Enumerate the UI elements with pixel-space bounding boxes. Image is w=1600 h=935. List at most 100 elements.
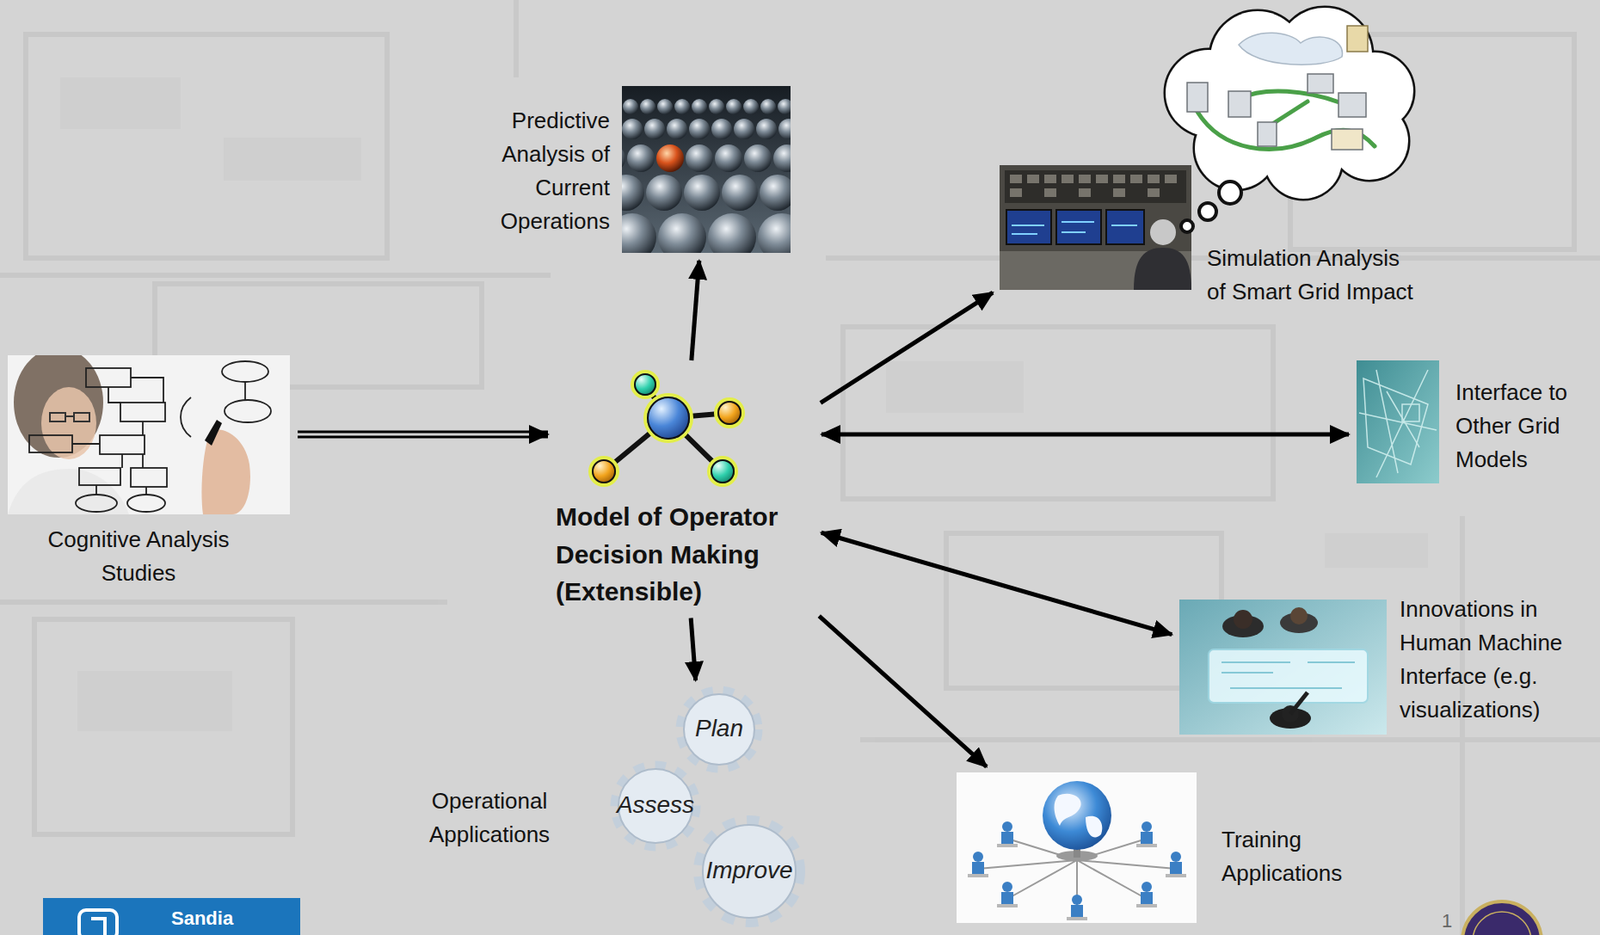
molecule-icon-part-part — [647, 397, 690, 439]
operational-applications-node: Operational ApplicationsPlanAssessImprov… — [418, 686, 819, 931]
flowchart-image-part-part — [127, 494, 166, 512]
training-image-part — [956, 772, 1197, 924]
training-image-part-part — [996, 843, 1018, 848]
training-image-part-part — [1165, 873, 1187, 878]
control-room-image-part — [999, 165, 1192, 290]
touch-table-image-part — [1290, 692, 1308, 714]
control-room-image-part-part — [1130, 174, 1143, 184]
thought-cloud — [1165, 7, 1414, 233]
thought-cloud-part — [1197, 91, 1375, 149]
background-blocks-part — [77, 670, 233, 732]
touch-table-image-part — [1290, 607, 1308, 625]
operator-model-node: Model of Operator Decision Making (Exten… — [553, 366, 816, 613]
spheres-image-part-part — [621, 118, 643, 140]
molecule-icon-part-part — [711, 460, 734, 483]
flowchart-image-part-part — [120, 402, 166, 422]
control-room-image-part-part — [1113, 174, 1126, 184]
training-image-part — [972, 821, 1182, 917]
control-room-image-part — [1150, 219, 1176, 246]
flowchart-image — [7, 355, 290, 515]
training-image-part — [967, 843, 1187, 921]
flowchart-image-part-part — [221, 361, 269, 382]
training-image-part-part — [1001, 831, 1014, 844]
thought-cloud-part — [1238, 32, 1342, 65]
spheres-image-part-part — [627, 144, 655, 173]
training-image-part-part — [1136, 843, 1157, 848]
spheres-image-part-part — [711, 118, 733, 140]
molecule-icon-part-part — [603, 384, 730, 472]
spheres-image-part-part — [666, 118, 688, 140]
training-image-part-part — [1141, 821, 1152, 832]
arrow-connector — [821, 532, 1173, 634]
blueprint-image-part-part — [1402, 404, 1420, 422]
cognitive-analysis-node: Cognitive Analysis Studies — [6, 353, 292, 592]
spheres-image-part-part — [658, 213, 707, 253]
spheres-image-part-part — [708, 98, 725, 115]
background-circuit-part — [34, 619, 293, 835]
training-image-part-part — [1002, 821, 1013, 832]
training-image-part-part — [1140, 892, 1153, 905]
control-room-image-part-part — [1147, 174, 1160, 184]
flowchart-image-part-part — [130, 467, 167, 487]
spheres-image-part-part — [756, 118, 777, 140]
molecule-icon-part — [590, 371, 744, 486]
training-image-part-part — [1140, 831, 1153, 844]
spheres-image-part-part — [657, 98, 673, 115]
doe-seal-part — [1472, 911, 1532, 935]
molecule-icon-part-part — [645, 394, 692, 442]
thought-cloud-part-part — [1338, 92, 1367, 117]
control-room-image-part-part — [1044, 188, 1057, 197]
spheres-image-part — [621, 98, 791, 253]
control-room-image — [999, 165, 1192, 290]
spheres-image-part-part — [691, 98, 708, 115]
training-image-part-part — [1066, 916, 1088, 921]
flowchart-image-part-part — [75, 494, 117, 512]
gear-label: Plan — [658, 713, 780, 745]
control-room-image-part — [1009, 174, 1177, 197]
touch-table-image — [1179, 599, 1387, 735]
connector-line — [691, 260, 700, 361]
control-room-image-part — [1133, 247, 1192, 290]
molecule-icon-part-part — [590, 457, 618, 486]
control-room-image-part — [1106, 209, 1145, 245]
spheres-image-part-part — [744, 144, 772, 173]
molecule-icon-part-part — [634, 374, 656, 395]
training-image-part-part — [1141, 881, 1152, 893]
spheres-image-part-part — [743, 98, 759, 115]
doe-seal-part — [1462, 901, 1542, 935]
node-caption: Training Applications — [1221, 823, 1368, 891]
control-room-image-part-part — [1095, 174, 1108, 184]
thought-cloud-part-part — [1187, 82, 1208, 112]
connector-line — [821, 532, 1173, 634]
flowchart-image-part — [49, 412, 90, 422]
flowchart-image-part-part — [244, 381, 247, 400]
spheres-image-part-part — [674, 98, 690, 115]
spheres-image-part-part — [685, 144, 714, 173]
control-room-image-part-part — [1078, 188, 1091, 197]
molecule-icon-part — [592, 374, 741, 483]
spheres-image-part-part — [778, 118, 791, 140]
molecule-icon — [590, 371, 744, 486]
background-circuit-part — [25, 34, 388, 259]
page-number: 1 — [1441, 910, 1453, 933]
training-image-part-part — [967, 873, 989, 878]
node-caption: Simulation Analysis of Smart Grid Impact — [1206, 241, 1418, 309]
spheres-image-part-part — [621, 144, 626, 173]
training-image-part-part — [1170, 851, 1182, 862]
training-image-part-part — [1001, 892, 1014, 905]
connector-inner-line — [297, 433, 530, 437]
thought-cloud-part-part — [1228, 91, 1251, 117]
control-room-image-part-part — [1078, 174, 1091, 184]
control-room-image-part-part — [1009, 188, 1022, 197]
node-caption: Operational Applications — [420, 784, 559, 852]
spheres-image-part-part — [707, 213, 757, 253]
molecule-icon-part-part — [632, 371, 659, 398]
control-room-image-part-part — [1164, 174, 1177, 184]
touch-table-image-part — [1233, 609, 1253, 629]
training-image-part-part — [1070, 904, 1084, 917]
control-room-image-part-part — [1044, 174, 1057, 184]
background-blocks-part — [1324, 533, 1428, 568]
arrow-connector — [820, 292, 993, 403]
connector-line — [690, 617, 696, 681]
